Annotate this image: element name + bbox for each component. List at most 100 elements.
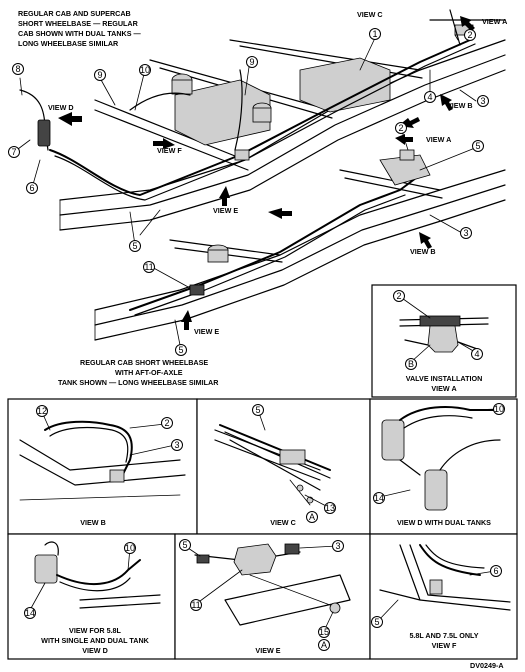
callout-2-valve: 2	[393, 290, 405, 302]
callout-6: 6	[26, 182, 38, 194]
callout-5-view-c: 5	[252, 404, 264, 416]
svg-text:B: B	[408, 359, 414, 369]
figure-id: DV0249-A	[470, 661, 504, 670]
view-e-panel-title: VIEW E	[255, 646, 280, 655]
svg-text:5: 5	[255, 405, 260, 415]
callout-10-view-58: 10	[124, 542, 136, 554]
view-e-ref-upper: VIEW E	[213, 206, 238, 215]
svg-text:3: 3	[174, 440, 179, 450]
svg-text:4: 4	[427, 92, 432, 102]
svg-text:9: 9	[249, 57, 254, 67]
callout-2-view-b: 2	[161, 417, 173, 429]
main-note-line-1: REGULAR CAB AND SUPERCAB	[18, 9, 131, 18]
view-58-line-1: VIEW FOR 5.8L	[69, 626, 122, 635]
view-f-line-1: 5.8L AND 7.5L ONLY	[409, 631, 478, 640]
view-e-panel: VIEW E	[174, 533, 371, 660]
svg-text:5: 5	[182, 540, 187, 550]
valve-panel-title: VALVE INSTALLATION	[406, 374, 483, 383]
callout-15: 15	[318, 626, 330, 638]
callout-3-mid: 3	[460, 227, 472, 239]
callout-10: 10	[139, 64, 151, 76]
svg-text:2: 2	[396, 291, 401, 301]
view-b-ref-lower: VIEW B	[410, 247, 436, 256]
callout-3-view-b: 3	[171, 439, 183, 451]
callout-4-valve: 4	[471, 348, 483, 360]
svg-text:5: 5	[178, 345, 183, 355]
valve-installation-panel: VALVE INSTALLATION VIEW A	[371, 284, 517, 398]
svg-text:14: 14	[374, 493, 384, 503]
view-58-line-2: WITH SINGLE AND DUAL TANK	[41, 636, 149, 645]
callout-a-view-c: A	[306, 511, 318, 523]
aft-note-line-1: REGULAR CAB SHORT WHEELBASE	[80, 358, 208, 367]
callout-5-right: 5	[472, 140, 484, 152]
callout-5-lower: 5	[175, 344, 187, 356]
svg-text:A: A	[321, 640, 327, 650]
callout-14-view-58: 14	[24, 607, 36, 619]
callout-leaders	[13, 34, 499, 632]
callout-10-view-d: 10	[493, 403, 505, 415]
view-d-ref: VIEW D	[48, 103, 74, 112]
callout-8: 8	[12, 63, 24, 75]
view-f-ref: VIEW F	[157, 146, 182, 155]
callout-9-left: 9	[94, 69, 106, 81]
svg-text:5: 5	[475, 141, 480, 151]
valve-panel-subtitle: VIEW A	[431, 384, 456, 393]
svg-text:11: 11	[144, 262, 153, 272]
svg-text:5: 5	[132, 241, 137, 251]
svg-text:8: 8	[15, 64, 20, 74]
svg-text:6: 6	[493, 566, 498, 576]
callout-11-view-e: 11	[190, 599, 202, 611]
svg-text:10: 10	[140, 65, 150, 75]
svg-text:7: 7	[11, 147, 16, 157]
view-c-panel-title: VIEW C	[270, 518, 296, 527]
svg-text:10: 10	[494, 404, 504, 414]
callout-9-right: 9	[246, 56, 258, 68]
callout-5-view-f: 5	[371, 616, 383, 628]
svg-text:A: A	[309, 512, 315, 522]
svg-text:2: 2	[164, 418, 169, 428]
view-b-panel-title: VIEW B	[80, 518, 106, 527]
svg-text:15: 15	[319, 627, 329, 637]
callout-a-view-e: A	[318, 639, 330, 651]
svg-text:3: 3	[463, 228, 468, 238]
view-f-panel: 5.8L AND 7.5L ONLY VIEW F	[369, 533, 518, 660]
view-e-ref-lower: VIEW E	[194, 327, 219, 336]
main-note-line-2: SHORT WHEELBASE — REGULAR	[18, 19, 139, 28]
view-c-panel: VIEW C	[196, 398, 371, 535]
view-58-line-3: VIEW D	[82, 646, 108, 655]
svg-text:1: 1	[372, 29, 377, 39]
view-f-line-2: VIEW F	[432, 641, 457, 650]
callout-b-valve: B	[405, 358, 417, 370]
svg-text:5: 5	[374, 617, 379, 627]
callout-6-view-f: 6	[490, 565, 502, 577]
view-b-ref-top: VIEW B	[447, 101, 473, 110]
svg-text:10: 10	[125, 543, 135, 553]
svg-text:13: 13	[325, 503, 335, 513]
view-58-panel: VIEW FOR 5.8L WITH SINGLE AND DUAL TANK …	[7, 533, 176, 660]
main-note-line-3: CAB SHOWN WITH DUAL TANKS —	[18, 29, 142, 38]
main-note-line-4: LONG WHEELBASE SIMILAR	[18, 39, 119, 48]
callout-3: 3	[477, 95, 489, 107]
callout-11: 11	[143, 261, 155, 273]
svg-text:4: 4	[474, 349, 479, 359]
lower-frame-illustration	[94, 149, 506, 341]
callout-4: 4	[424, 91, 436, 103]
view-c-ref: VIEW C	[357, 10, 383, 19]
upper-frame-illustration	[19, 9, 506, 231]
view-d-dual-panel: VIEW D WITH DUAL TANKS	[369, 398, 518, 535]
svg-text:11: 11	[191, 600, 200, 610]
aft-note-line-3: TANK SHOWN — LONG WHEELBASE SIMILAR	[58, 378, 219, 387]
callout-2-mid: 2	[395, 122, 407, 134]
callout-14-view-d: 14	[373, 492, 385, 504]
callout-5-view-e: 5	[179, 539, 191, 551]
aft-note-line-2: WITH AFT-OF-AXLE	[115, 368, 183, 377]
view-a-ref-top: VIEW A	[482, 17, 507, 26]
svg-text:9: 9	[97, 70, 102, 80]
callout-1: 1	[369, 28, 381, 40]
callout-3-view-e: 3	[332, 540, 344, 552]
view-a-ref-lower: VIEW A	[426, 135, 451, 144]
svg-text:3: 3	[480, 96, 485, 106]
callout-2: 2	[464, 29, 476, 41]
